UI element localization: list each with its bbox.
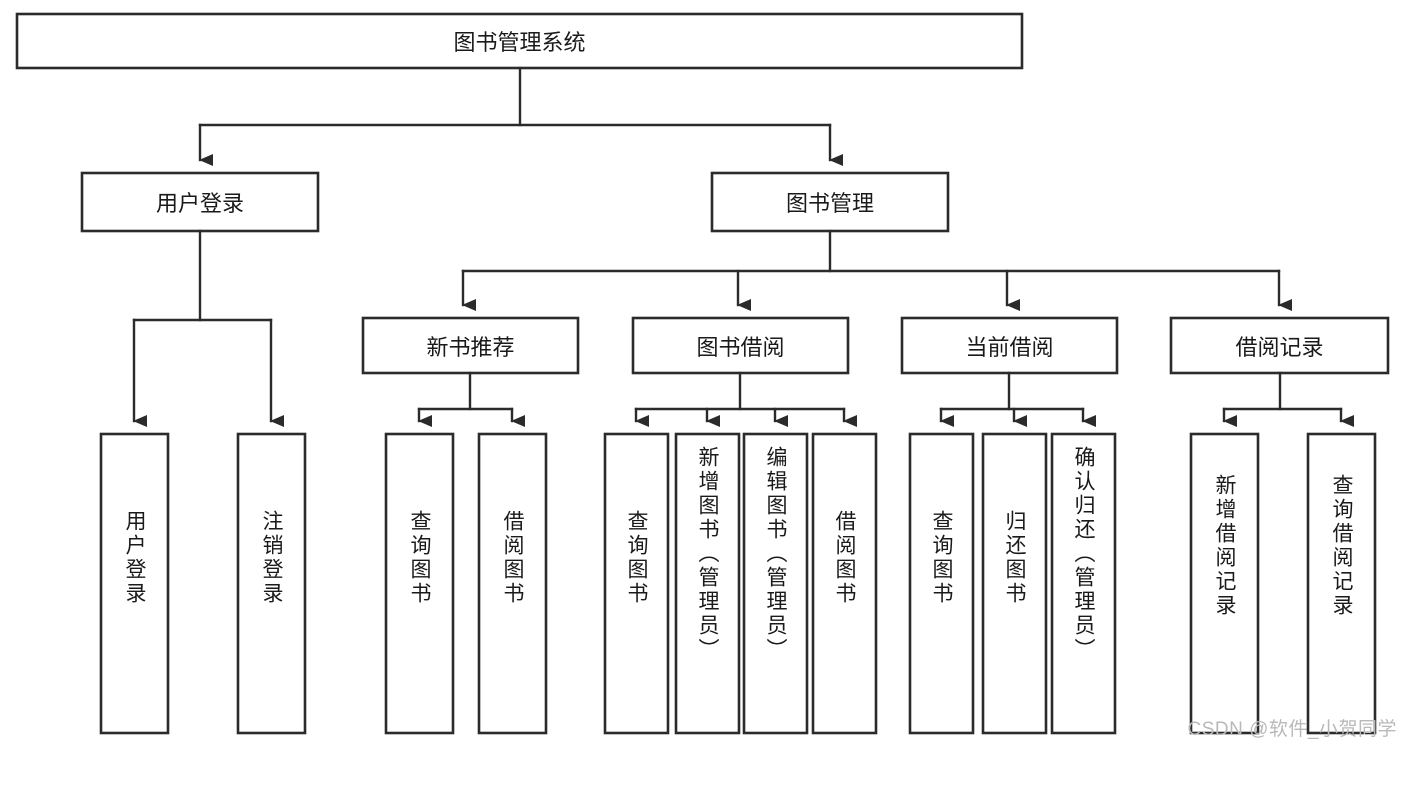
flowchart-canvas: 图书管理系统 用户登录 图书管理 新书推荐 图书借阅 当前借阅 借阅记录 用户登…	[15, 12, 1397, 740]
node-borrow-record[interactable]	[1169, 316, 1390, 375]
node-leaf-borrow-book-2[interactable]	[811, 432, 878, 735]
node-leaf-add-borrow-record[interactable]	[1189, 432, 1260, 735]
node-root[interactable]	[15, 12, 1024, 70]
node-leaf-query-book-3[interactable]	[908, 432, 975, 735]
node-current-borrow[interactable]	[900, 316, 1119, 375]
node-leaf-borrow-book-1[interactable]	[477, 432, 548, 735]
node-leaf-confirm-return-admin[interactable]	[1050, 432, 1117, 735]
node-book-management[interactable]	[710, 171, 950, 233]
node-leaf-user-login[interactable]	[99, 432, 170, 735]
node-leaf-logout-login[interactable]	[236, 432, 307, 735]
node-leaf-query-borrow-record[interactable]	[1306, 432, 1377, 735]
node-user-login[interactable]	[80, 171, 320, 233]
node-new-book-recommend[interactable]	[361, 316, 580, 375]
node-leaf-return-book[interactable]	[981, 432, 1048, 735]
node-leaf-add-book-admin[interactable]	[674, 432, 741, 735]
node-book-borrow[interactable]	[631, 316, 850, 375]
node-leaf-edit-book-admin[interactable]	[742, 432, 809, 735]
node-leaf-query-book-1[interactable]	[384, 432, 455, 735]
node-leaf-query-book-2[interactable]	[603, 432, 670, 735]
tree-diagram-svg	[15, 12, 1390, 735]
